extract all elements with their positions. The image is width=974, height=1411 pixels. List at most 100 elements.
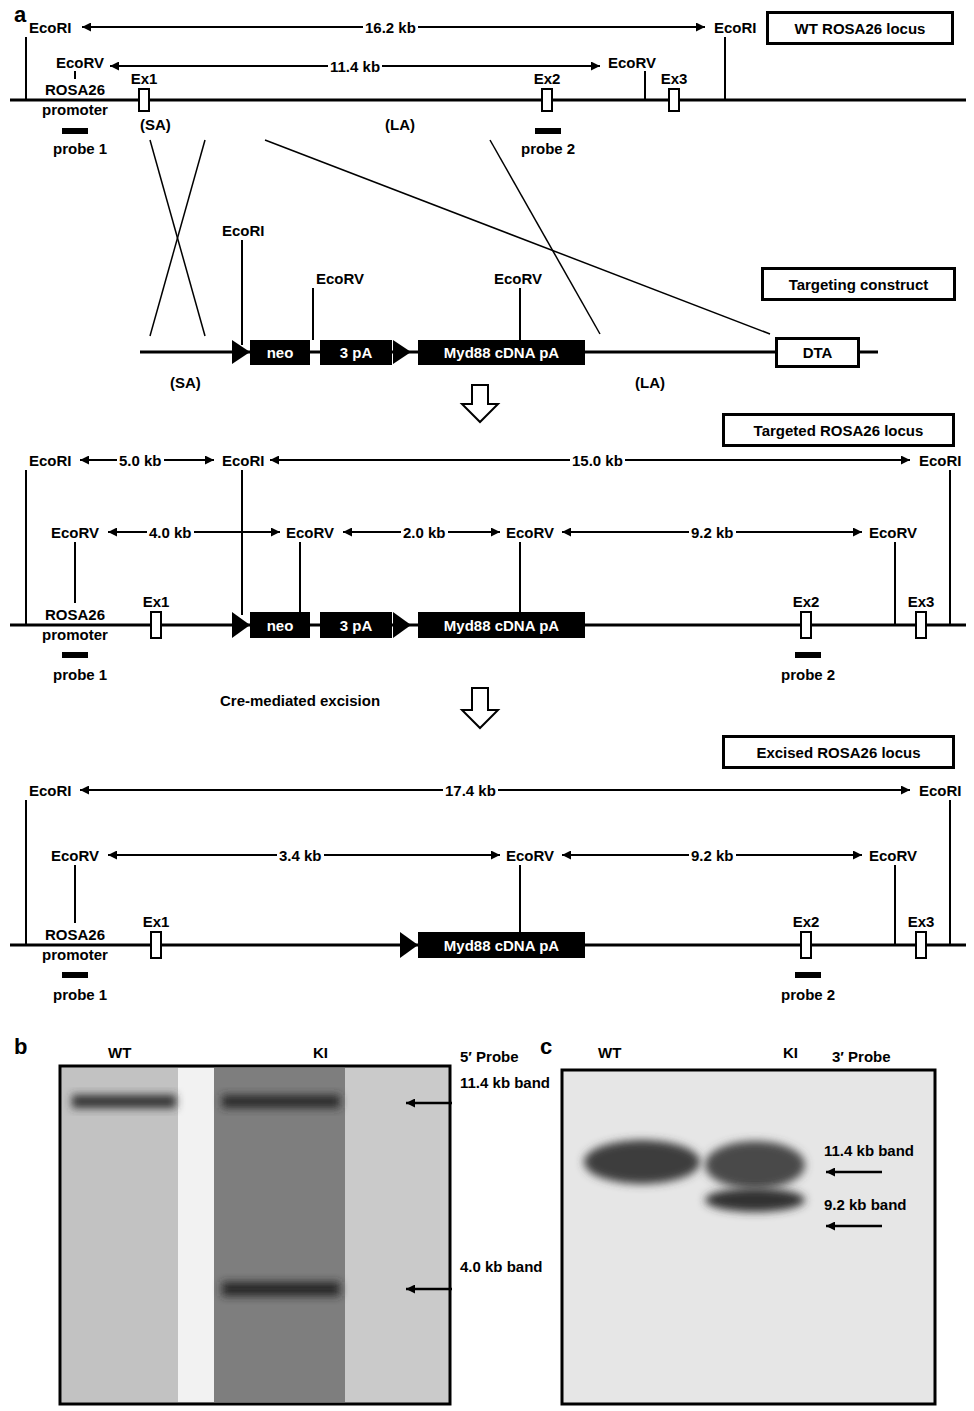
annotation-label: ROSA26 promoter xyxy=(34,80,116,120)
box-label: neo xyxy=(267,344,294,361)
annotation-label: 11.4 kb xyxy=(328,58,382,75)
annotation-label: 5.0 kb xyxy=(117,452,164,469)
annotation-label: EcoRV xyxy=(867,847,919,864)
cassette-box: 3 pA xyxy=(320,612,392,638)
exon-label: Ex1 xyxy=(143,593,170,610)
annotation-label: 15.0 kb xyxy=(570,452,625,469)
annotation-label: ROSA26 promoter xyxy=(34,605,116,645)
title-box: Excised ROSA26 locus xyxy=(722,735,955,769)
exon-box: Ex3 xyxy=(668,88,680,112)
annotation-label: ROSA26 promoter xyxy=(34,925,116,965)
annotation-label: probe 1 xyxy=(51,666,109,683)
exon-label: Ex2 xyxy=(793,913,820,930)
box-label: WT ROSA26 locus xyxy=(795,20,926,37)
annotation-label: EcoRV xyxy=(492,270,544,287)
annotation-label: 2.0 kb xyxy=(401,524,448,541)
gel-blot xyxy=(60,1066,452,1404)
annotation-label: EcoRI xyxy=(27,452,74,469)
box-label: Targeted ROSA26 locus xyxy=(754,422,924,439)
annotation-label: 4.0 kb band xyxy=(458,1258,545,1275)
annotation-label: probe 2 xyxy=(779,986,837,1003)
annotation-label: EcoRI xyxy=(220,452,267,469)
annotation-label: WT xyxy=(106,1044,133,1061)
exon-label: Ex3 xyxy=(908,913,935,930)
annotation-label: 9.2 kb band xyxy=(822,1196,909,1213)
annotation-label: (SA) xyxy=(138,116,173,133)
title-box: WT ROSA26 locus xyxy=(766,11,954,45)
annotation-label: WT xyxy=(596,1044,623,1061)
exon-box: Ex2 xyxy=(541,88,553,112)
annotation-label: EcoRV xyxy=(49,847,101,864)
annotation-label: 17.4 kb xyxy=(443,782,498,799)
cassette-box: neo xyxy=(250,612,310,638)
exon-box: Ex1 xyxy=(138,88,150,112)
box-label: Myd88 cDNA pA xyxy=(444,937,559,954)
annotation-label: KI xyxy=(781,1044,800,1061)
cassette-box: Myd88 cDNA pA xyxy=(418,612,585,638)
exon-label: Ex3 xyxy=(908,593,935,610)
annotation-label: EcoRI xyxy=(917,782,964,799)
exon-label: Ex1 xyxy=(131,70,158,87)
annotation-label: 16.2 kb xyxy=(363,19,418,36)
exon-label: Ex2 xyxy=(534,70,561,87)
annotation-label: 3.4 kb xyxy=(277,847,324,864)
annotation-label: EcoRV xyxy=(504,847,556,864)
exon-box: Ex2 xyxy=(800,611,812,639)
annotation-label: EcoRV xyxy=(504,524,556,541)
title-box: Targeted ROSA26 locus xyxy=(722,413,955,447)
locus-line xyxy=(10,99,966,102)
annotation-label: probe 2 xyxy=(779,666,837,683)
annotation-label: probe 2 xyxy=(519,140,577,157)
annotation-label: 9.2 kb xyxy=(689,524,736,541)
annotation-label: Cre-mediated excision xyxy=(218,692,382,709)
annotation-label: 11.4 kb band xyxy=(458,1074,552,1091)
panel-letter: a xyxy=(12,6,28,23)
annotation-label: 5′ Probe xyxy=(458,1048,521,1065)
annotation-label: probe 1 xyxy=(51,140,109,157)
annotation-label: EcoRI xyxy=(917,452,964,469)
title-box: Targeting construct xyxy=(761,267,956,301)
exon-box: Ex1 xyxy=(150,611,162,639)
exon-box: Ex1 xyxy=(150,931,162,959)
annotation-label: EcoRI xyxy=(712,19,759,36)
annotation-label: EcoRV xyxy=(284,524,336,541)
panel-letter: b xyxy=(12,1038,29,1055)
exon-label: Ex2 xyxy=(793,593,820,610)
annotation-label: EcoRV xyxy=(54,54,106,71)
annotation-label: (LA) xyxy=(383,116,417,133)
box-label: neo xyxy=(267,617,294,634)
box-label: Targeting construct xyxy=(789,276,929,293)
box-label: Myd88 cDNA pA xyxy=(444,344,559,361)
annotation-label: EcoRI xyxy=(27,782,74,799)
cassette-box: Myd88 cDNA pA xyxy=(418,932,585,958)
annotation-label: EcoRV xyxy=(606,54,658,71)
box-label: 3 pA xyxy=(340,344,373,361)
annotation-label: 9.2 kb xyxy=(689,847,736,864)
cassette-box: 3 pA xyxy=(320,340,392,365)
annotation-label: probe 1 xyxy=(51,986,109,1003)
annotation-label: EcoRV xyxy=(49,524,101,541)
panel-letter: c xyxy=(538,1038,554,1055)
exon-box: Ex3 xyxy=(915,931,927,959)
annotation-label: 4.0 kb xyxy=(147,524,194,541)
annotation-label: EcoRI xyxy=(27,19,74,36)
exon-box: Ex3 xyxy=(915,611,927,639)
annotation-label: EcoRI xyxy=(220,222,267,239)
annotation-label: (SA) xyxy=(168,374,203,391)
box-label: Excised ROSA26 locus xyxy=(756,744,920,761)
box-label: 3 pA xyxy=(340,617,373,634)
exon-label: Ex1 xyxy=(143,913,170,930)
marker-box: DTA xyxy=(775,337,860,368)
exon-box: Ex2 xyxy=(800,931,812,959)
gel-blot xyxy=(562,1070,935,1404)
box-label: DTA xyxy=(803,344,833,361)
cassette-box: Myd88 cDNA pA xyxy=(418,340,585,365)
annotation-label: EcoRV xyxy=(314,270,366,287)
annotation-label: EcoRV xyxy=(867,524,919,541)
box-label: Myd88 cDNA pA xyxy=(444,617,559,634)
annotation-label: (LA) xyxy=(633,374,667,391)
cassette-box: neo xyxy=(250,340,310,365)
exon-label: Ex3 xyxy=(661,70,688,87)
annotation-label: 11.4 kb band xyxy=(822,1142,916,1159)
